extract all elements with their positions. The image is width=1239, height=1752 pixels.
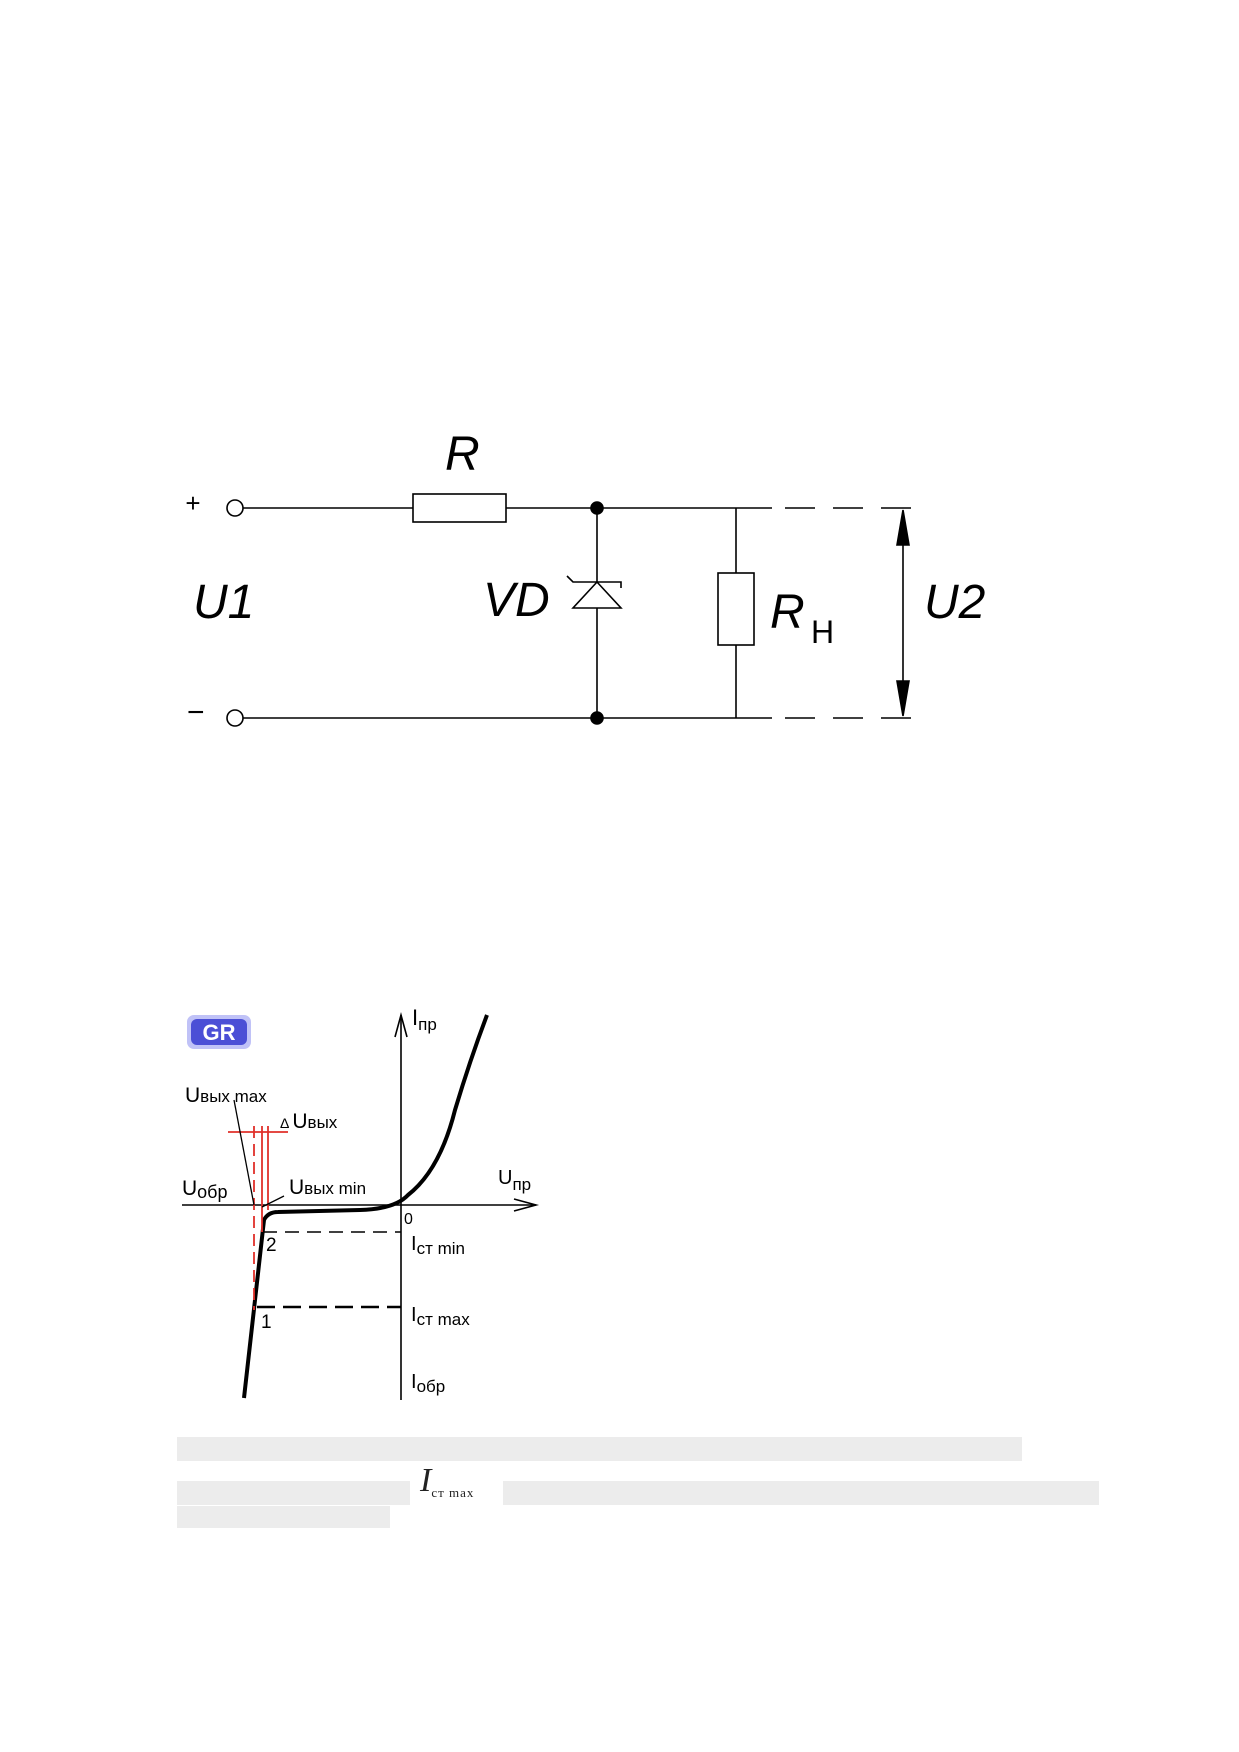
- label-u2: U2: [924, 576, 985, 629]
- label-ist-min: Iст min: [411, 1233, 465, 1258]
- leader-uout-min: [261, 1195, 285, 1208]
- label-ist-max: Iст max: [411, 1304, 470, 1329]
- zener-triangle: [571, 580, 623, 609]
- zener-bar: [566, 575, 622, 588]
- u2-arrow-head-top: [896, 509, 910, 546]
- gr-logo: GR: [187, 1015, 251, 1049]
- leader-uout-max: [233, 1099, 255, 1206]
- u2-arrow-head-bottom: [896, 680, 910, 717]
- label-u-obr: Uобр: [182, 1177, 228, 1202]
- terminal-plus: [226, 499, 244, 517]
- label-u1: U1: [193, 576, 254, 629]
- y-axis-arrow: [394, 1011, 408, 1038]
- formula-ist-max: Iст max: [416, 1462, 479, 1506]
- label-minus: −: [187, 696, 205, 729]
- circuit-diagram: [226, 493, 925, 727]
- x-axis-arrow: [513, 1198, 540, 1212]
- redacted-text-line-2b: [503, 1481, 1099, 1505]
- redacted-text-line-1: [177, 1437, 1022, 1461]
- terminal-minus: [226, 709, 244, 727]
- label-rh-subscript: Н: [811, 614, 834, 650]
- label-u-pr: Uпр: [498, 1167, 531, 1194]
- label-plus: +: [185, 488, 200, 518]
- label-r: R: [445, 428, 480, 481]
- delta-u-construction: [228, 1126, 288, 1310]
- label-origin: 0: [404, 1211, 413, 1228]
- label-point-1: 1: [261, 1312, 272, 1333]
- label-uout-max: Uвых max: [185, 1084, 267, 1107]
- iv-curve: [242, 1014, 489, 1399]
- leader-lines: [233, 1099, 285, 1208]
- iv-axes: [182, 1011, 540, 1400]
- redacted-text-line-2a: [177, 1481, 410, 1505]
- resistor-r: [412, 493, 507, 523]
- formula-subscript: ст max: [431, 1485, 475, 1500]
- resistor-load: [717, 572, 755, 646]
- label-rh: R: [770, 586, 805, 639]
- label-point-2: 2: [266, 1235, 277, 1256]
- label-vd: VD: [483, 574, 550, 627]
- redacted-text-line-3: [177, 1506, 390, 1528]
- label-uout-min: Uвых min: [289, 1176, 366, 1199]
- formula-symbol: I: [420, 1462, 432, 1499]
- label-i-obr: Iобр: [411, 1371, 445, 1396]
- label-i-pr: Iпр: [412, 1005, 437, 1034]
- logo-text: GR: [203, 1020, 236, 1045]
